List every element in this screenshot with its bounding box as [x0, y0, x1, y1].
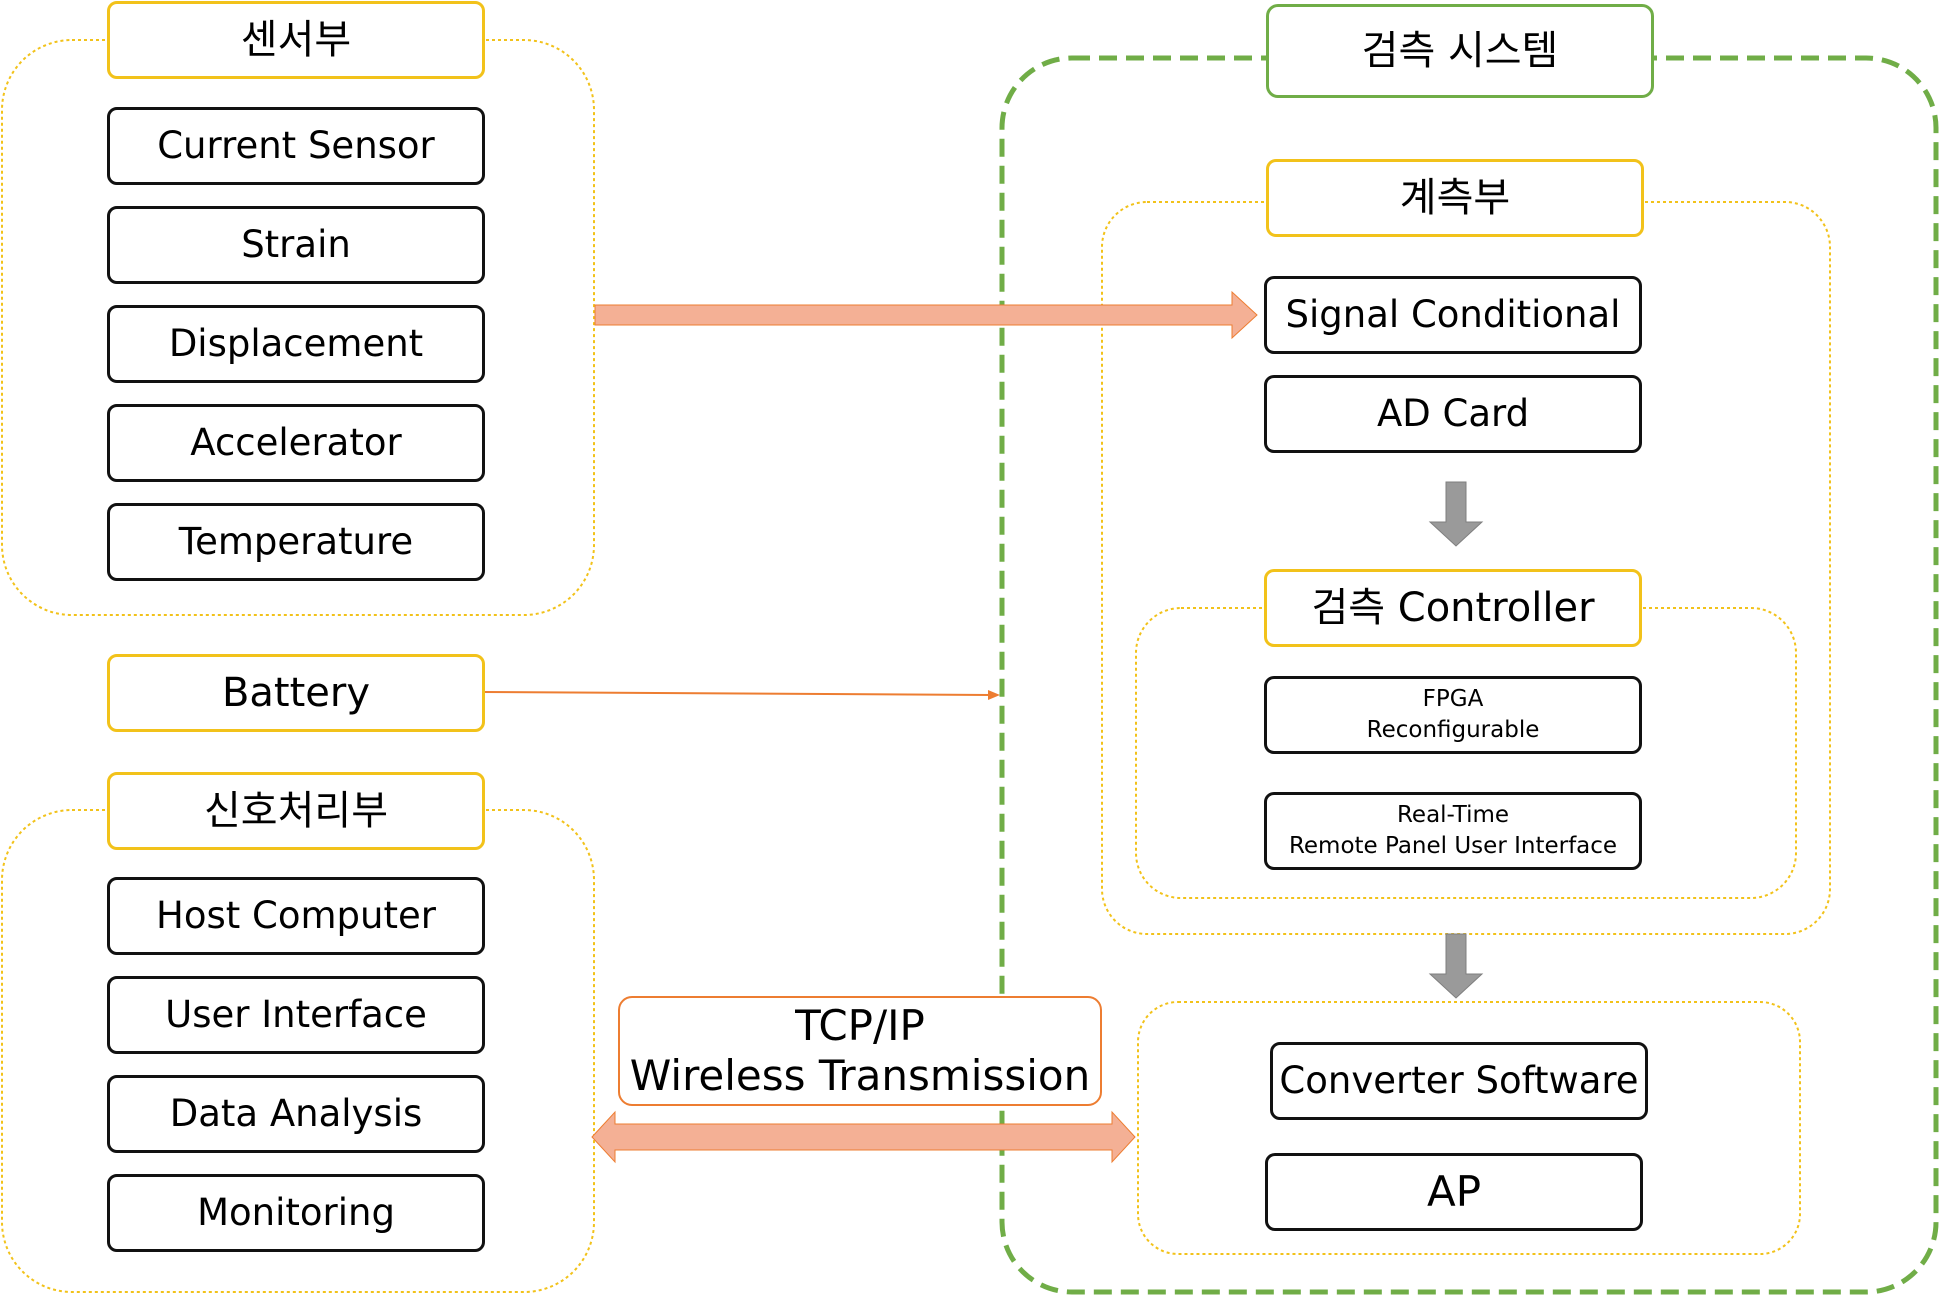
wireless-link-box: TCP/IP Wireless Transmission	[618, 996, 1102, 1106]
signal-title: 신호처리부	[107, 772, 485, 850]
output-group-outline	[1137, 1001, 1801, 1255]
wireless-bidirectional-arrow	[591, 1110, 1136, 1164]
wireless-link-line2: Wireless Transmission	[629, 1051, 1091, 1100]
system-title: 검측 시스템	[1266, 4, 1654, 98]
measurement-item-ad-card: AD Card	[1264, 375, 1642, 453]
sensor-item-temperature: Temperature	[107, 503, 485, 581]
sensor-title: 센서부	[107, 1, 485, 79]
wireless-link-line1: TCP/IP	[795, 1000, 925, 1050]
battery-to-system-line	[482, 691, 991, 696]
output-item-converter-software: Converter Software	[1270, 1042, 1648, 1120]
controller-realtime-box: Real-Time Remote Panel User Interface	[1264, 792, 1642, 870]
measurement-item-signal-conditional: Signal Conditional	[1264, 276, 1642, 354]
fpga-line2: Reconfigurable	[1366, 717, 1540, 743]
battery-box: Battery	[107, 654, 485, 732]
battery-arrowhead	[988, 690, 1000, 700]
fpga-line1: FPGA	[1422, 685, 1484, 712]
realtime-line2: Remote Panel User Interface	[1288, 833, 1618, 859]
sensor-item-strain: Strain	[107, 206, 485, 284]
signal-item-host-computer: Host Computer	[107, 877, 485, 955]
sensor-group-outline	[1, 39, 595, 616]
signal-item-data-analysis: Data Analysis	[107, 1075, 485, 1153]
signal-item-monitoring: Monitoring	[107, 1174, 485, 1252]
output-item-ap: AP	[1265, 1153, 1643, 1231]
down-arrow-to-output	[1428, 933, 1484, 999]
controller-title: 검측 Controller	[1264, 569, 1642, 647]
sensor-to-measurement-arrow	[594, 290, 1258, 340]
sensor-item-displacement: Displacement	[107, 305, 485, 383]
signal-group-outline	[1, 809, 595, 1293]
signal-item-user-interface: User Interface	[107, 976, 485, 1054]
sensor-item-accelerator: Accelerator	[107, 404, 485, 482]
down-arrow-to-controller	[1428, 481, 1484, 547]
realtime-line1: Real-Time	[1396, 801, 1510, 828]
measurement-title: 계측부	[1266, 159, 1644, 237]
sensor-item-current-sensor: Current Sensor	[107, 107, 485, 185]
controller-fpga-box: FPGA Reconfigurable	[1264, 676, 1642, 754]
